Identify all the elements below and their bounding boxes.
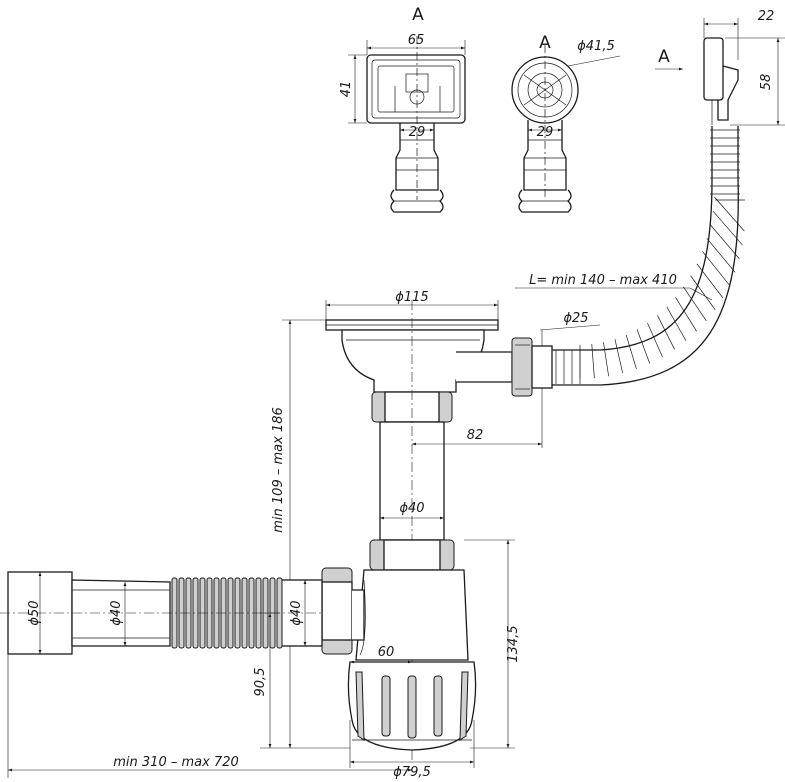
dim-60: 60 [378, 645, 395, 660]
dim-41: 41 [339, 81, 354, 98]
dim-25: ϕ25 [563, 311, 588, 326]
hose-rib [647, 322, 663, 358]
dim-29-front: 29 [409, 125, 426, 140]
hose-rib [714, 196, 745, 232]
dim-50: ϕ50 [27, 600, 42, 625]
overflow-side-view [511, 45, 621, 213]
hose-rib [614, 339, 624, 374]
dim-58: 58 [759, 74, 774, 91]
hose-rib [702, 251, 730, 286]
hose-rib [591, 344, 595, 379]
hose-rib [675, 297, 697, 332]
hose-rib [603, 342, 609, 377]
dim-40-corr: ϕ40 [109, 600, 124, 625]
hose-rib [636, 329, 651, 364]
hose-rib [710, 224, 740, 260]
bottle-trap [347, 539, 515, 768]
overflow-head [655, 18, 785, 126]
dim-40-outlet: ϕ40 [289, 600, 304, 625]
hose-rib [690, 275, 716, 310]
hose-rib [625, 334, 637, 370]
overflow-hose [552, 126, 745, 386]
view-label-a-side: A [539, 33, 551, 53]
dim-82: 82 [467, 428, 484, 443]
outlet-assembly [0, 567, 412, 778]
dim-65: 65 [408, 33, 425, 48]
dim-79-5: ϕ79,5 [393, 765, 431, 780]
dim-41-5: ϕ41,5 [577, 39, 615, 54]
dim-22: 22 [758, 9, 775, 24]
hose-rib [696, 263, 724, 299]
overflow-front-view [348, 36, 466, 213]
dim-40-pipe: ϕ40 [399, 501, 424, 516]
hose-rib [683, 286, 707, 322]
view-label-a: A [412, 5, 424, 25]
dim-134-5: 134,5 [506, 625, 521, 662]
dim-115: ϕ115 [395, 290, 428, 305]
hose-rib [706, 238, 736, 273]
dim-90-5: 90,5 [253, 668, 268, 697]
hose-rib [712, 210, 743, 246]
dim-29-side: 29 [537, 125, 554, 140]
hose-rib [657, 315, 675, 350]
view-label-a-arrow: A [658, 47, 670, 67]
dim-length-range: min 310 – max 720 [113, 755, 239, 770]
hose-rib [666, 306, 687, 342]
dim-hose-length: L= min 140 – max 410 [529, 273, 677, 288]
dim-height-range: min 109 – max 186 [271, 407, 286, 533]
sink-strainer [325, 300, 601, 760]
